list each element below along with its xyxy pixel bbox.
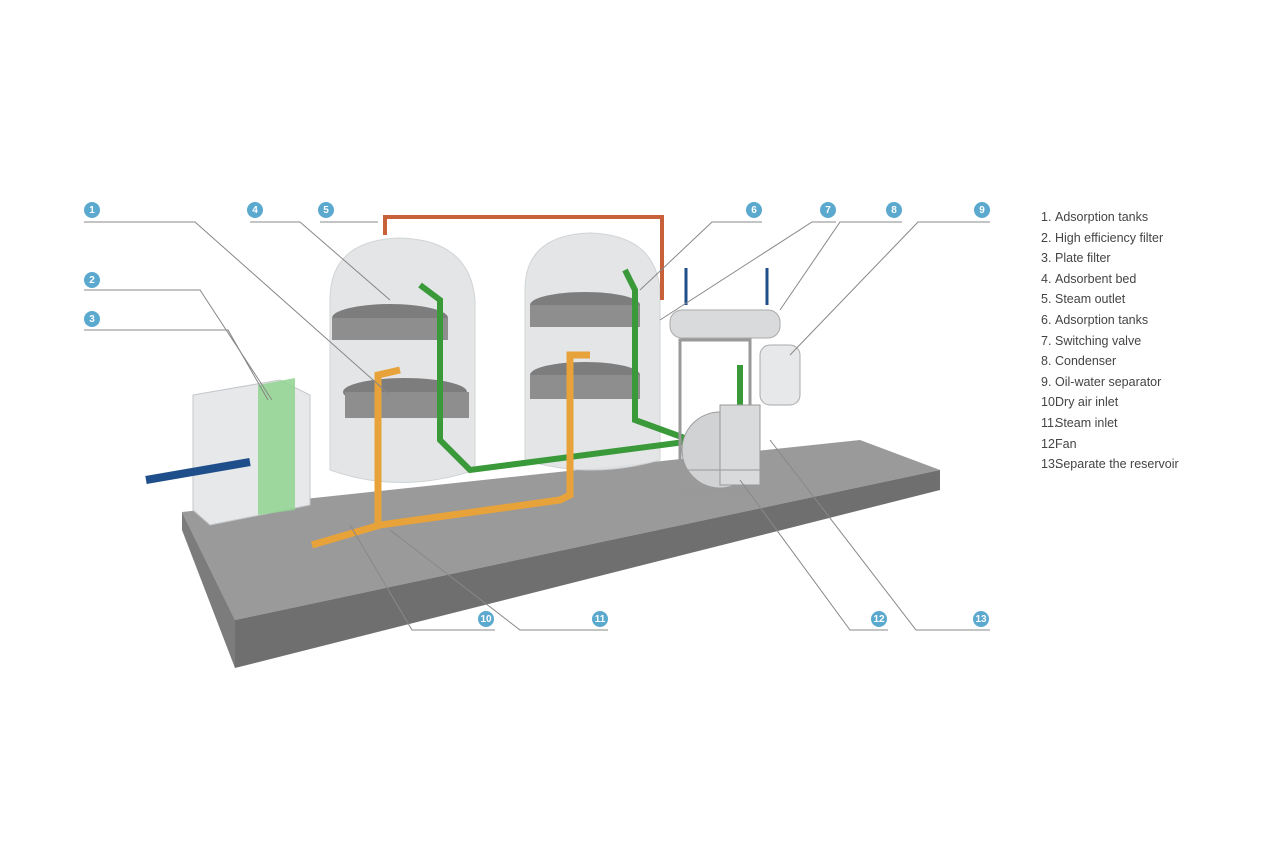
legend-item: 7.Switching valve [1041,331,1179,352]
marker-13: 13 [973,611,989,627]
marker-5: 5 [318,202,334,218]
legend: 1.Adsorption tanks 2.High efficiency fil… [1041,207,1179,475]
platform-front [235,470,940,668]
marker-10: 10 [478,611,494,627]
marker-8: 8 [886,202,902,218]
legend-label: Separate the reservoir [1055,457,1179,472]
legend-num: 2. [1041,230,1052,245]
legend-label: Switching valve [1055,333,1142,348]
legend-num: 1. [1041,210,1052,224]
legend-item: 9.Oil-water separator [1041,372,1179,393]
legend-num: 9. [1041,374,1052,389]
legend-label: Plate filter [1055,251,1111,266]
inlet-arrow [145,458,251,484]
legend-num: 6. [1041,312,1052,327]
legend-label: Fan [1055,436,1077,451]
legend-label: Steam outlet [1055,292,1126,307]
legend-item: 4.Adsorbent bed [1041,269,1179,290]
legend-item: 6.Adsorption tanks [1041,310,1179,331]
marker-2: 2 [84,272,100,288]
adsorption-tank-1 [329,237,476,483]
marker-6: 6 [746,202,762,218]
legend-num: 5. [1041,292,1052,307]
steam-inlet-pipe [311,351,590,549]
legend-num: 3. [1041,251,1052,266]
legend-item: 13.Separate the reservoir [1041,454,1179,475]
legend-label: Adsorption tanks [1055,312,1149,327]
legend-num: 8. [1041,354,1052,369]
legend-item: 5.Steam outlet [1041,289,1179,310]
platform-side [182,512,235,668]
legend-item: 3.Plate filter [1041,248,1179,269]
legend-label: Adsorption tanks [1055,210,1149,224]
legend-item: 11.Steam inlet [1041,413,1179,434]
filter-box [192,378,311,526]
marker-12: 12 [871,611,887,627]
legend-item: 8.Condenser [1041,351,1179,372]
legend-label: Condenser [1055,354,1117,369]
marker-4: 4 [247,202,263,218]
marker-9: 9 [974,202,990,218]
legend-num: 4. [1041,271,1052,286]
legend-label: Steam inlet [1055,415,1118,430]
fan [649,404,781,501]
marker-3: 3 [84,311,100,327]
leader-lines [84,221,990,631]
legend-label: High efficiency filter [1055,230,1164,245]
legend-item: 1.Adsorption tanks [1041,207,1179,228]
legend-item: 2.High efficiency filter [1041,228,1179,249]
legend-num: 7. [1041,333,1052,348]
legend-label: Adsorbent bed [1055,271,1137,286]
steam-outlet-pipe [383,215,664,300]
legend-label: Oil-water separator [1055,374,1162,389]
legend-item: 12.Fan [1041,434,1179,455]
marker-1: 1 [84,202,100,218]
marker-7: 7 [820,202,836,218]
legend-label: Dry air inlet [1055,395,1119,410]
oil-water-separator [759,344,801,406]
legend-item: 10.Dry air inlet [1041,392,1179,413]
legend-num: 12. [1041,436,1059,451]
legend-num: 13. [1041,457,1059,472]
legend-num: 11. [1041,415,1058,430]
legend-num: 10. [1041,395,1059,410]
adsorption-tank-2 [524,232,661,471]
marker-11: 11 [592,611,608,627]
